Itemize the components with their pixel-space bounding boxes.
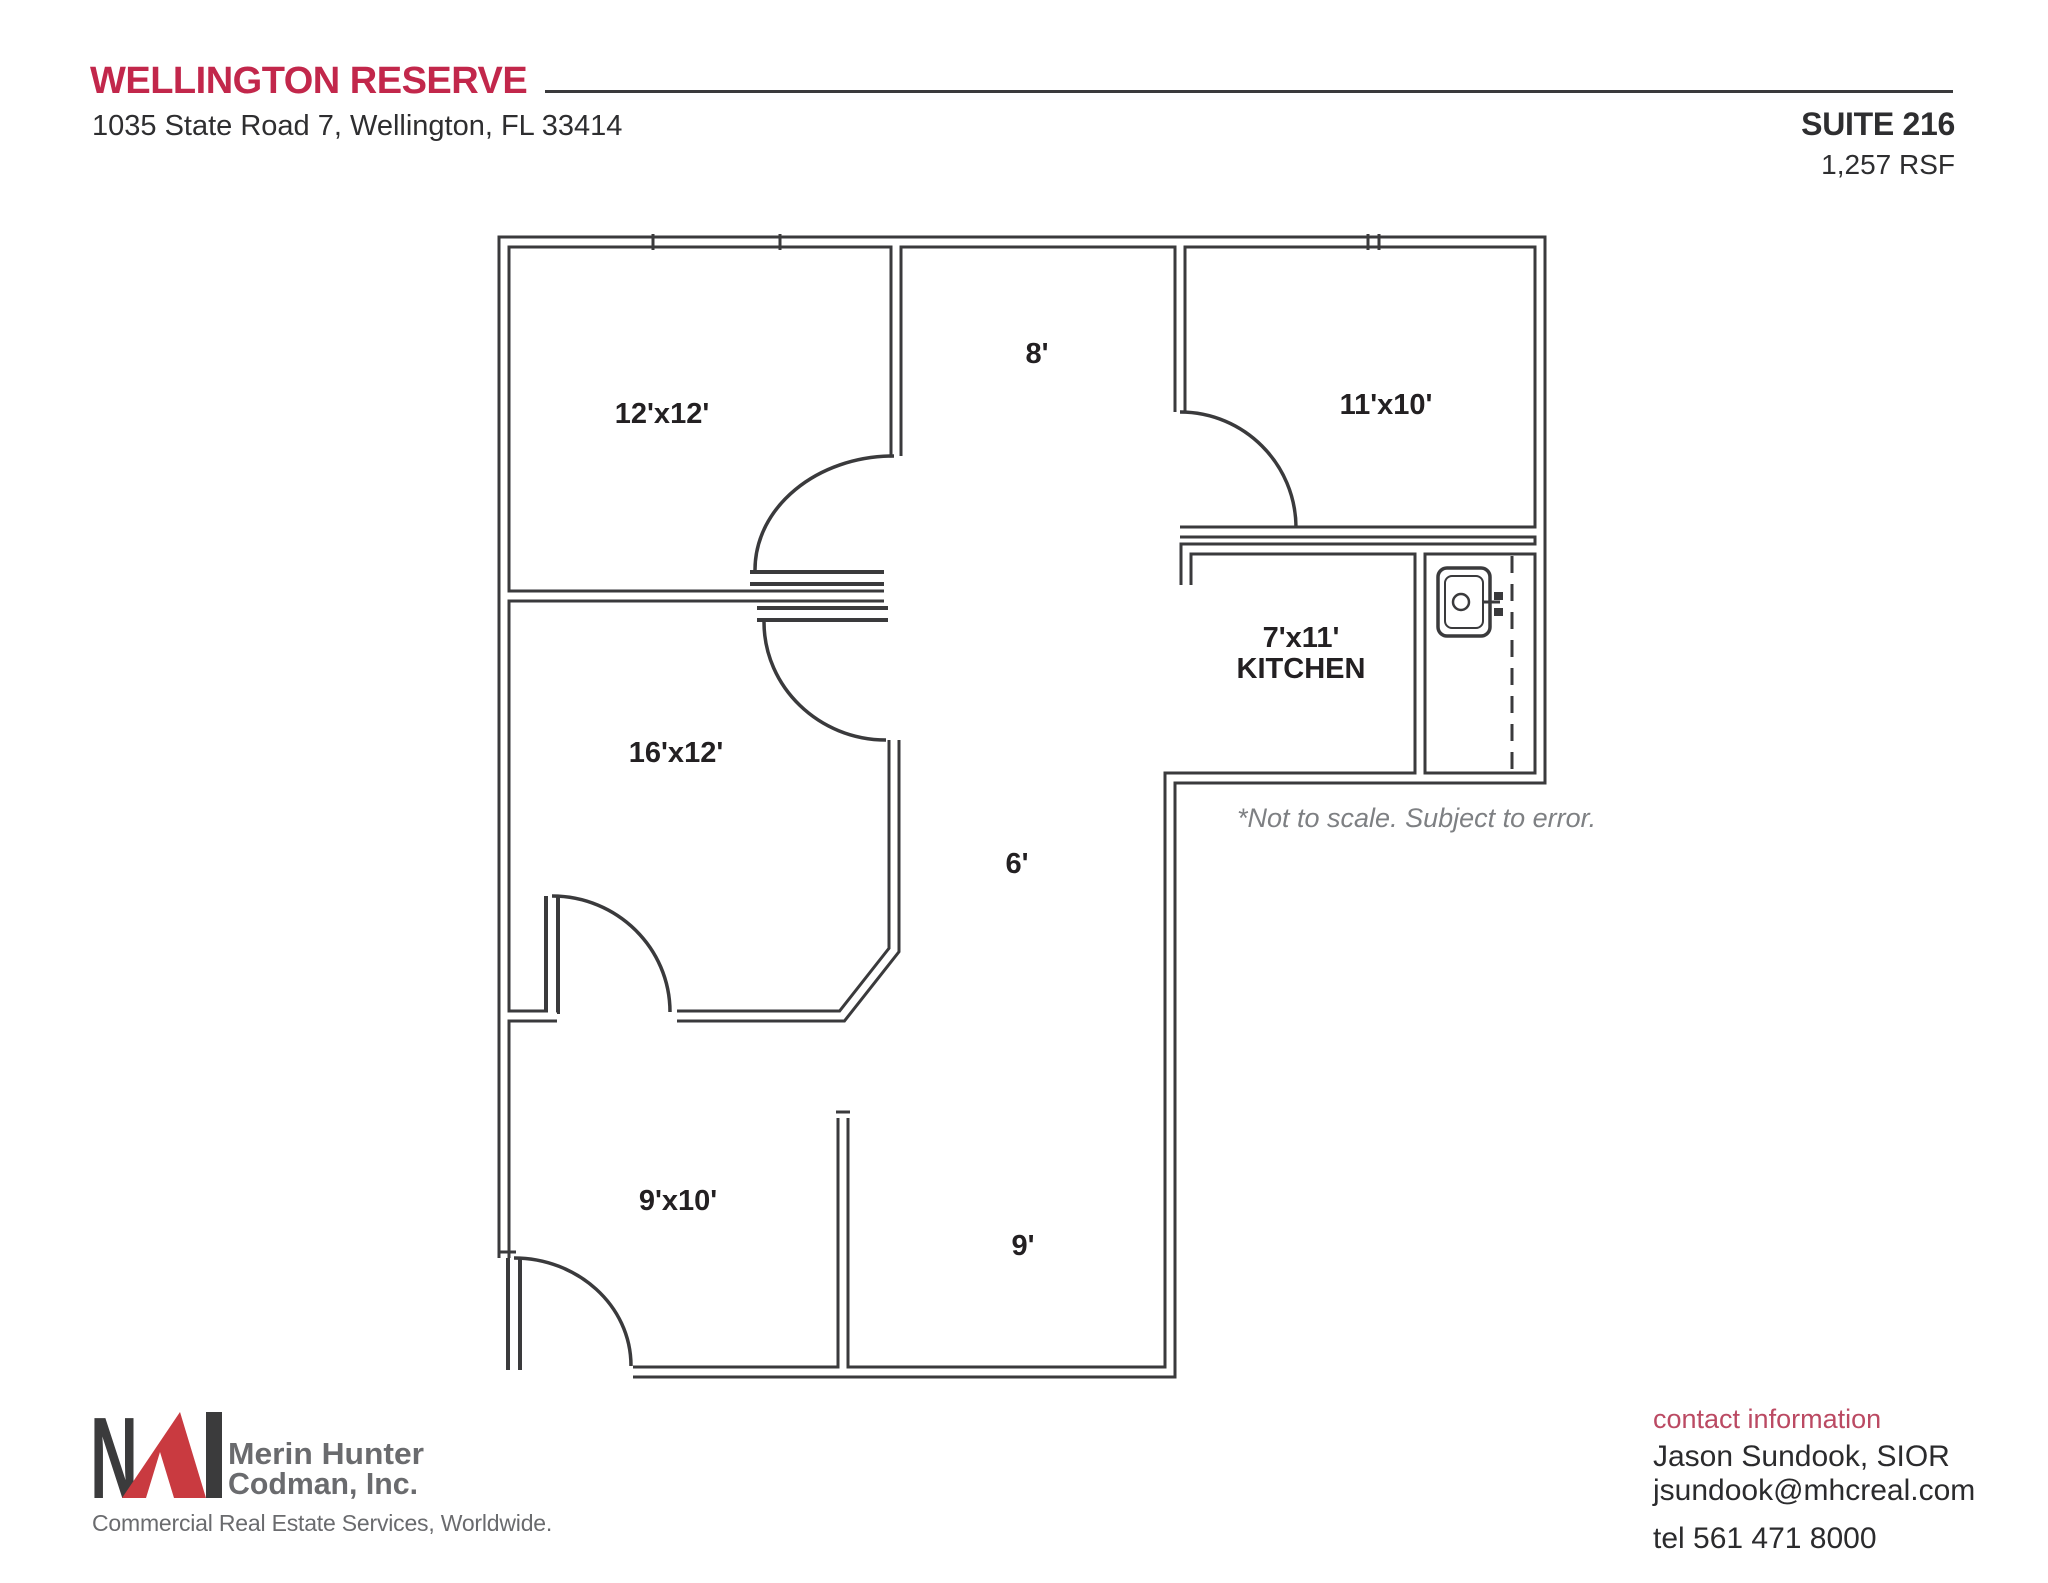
header-rule bbox=[545, 90, 1953, 93]
room-label-hall-6: 6' bbox=[1005, 848, 1028, 880]
room-label-9x10: 9'x10' bbox=[639, 1185, 717, 1217]
logo-letter-a-triangle bbox=[122, 1412, 206, 1498]
logo-tagline: Commercial Real Estate Services, Worldwi… bbox=[92, 1510, 553, 1536]
door-arcs bbox=[513, 410, 1298, 1367]
contact-heading: contact information bbox=[1653, 1404, 1882, 1434]
logo-name-line2: Codman, Inc. bbox=[228, 1466, 418, 1501]
suite-rsf: 1,257 RSF bbox=[1821, 149, 1955, 180]
contact-block: contact information Jason Sundook, SIOR … bbox=[1653, 1402, 1975, 1556]
scale-note: *Not to scale. Subject to error. bbox=[1237, 803, 1596, 833]
logo-letter-a-notch bbox=[146, 1452, 174, 1498]
contact-phone[interactable]: tel 561 471 8000 bbox=[1653, 1522, 1877, 1555]
room-label-kitchen-name: KITCHEN bbox=[1237, 653, 1366, 685]
contact-email[interactable]: jsundook@mhcreal.com bbox=[1653, 1474, 1976, 1507]
suite-number: SUITE 216 bbox=[1801, 106, 1955, 142]
room-label-hall-9: 9' bbox=[1011, 1230, 1034, 1262]
logo-name-line1: Merin Hunter bbox=[228, 1436, 424, 1471]
logo-letter-i bbox=[206, 1412, 222, 1498]
sink-icon bbox=[1436, 566, 1503, 638]
wall-ticks bbox=[498, 234, 1381, 1254]
property-address: 1035 State Road 7, Wellington, FL 33414 bbox=[92, 110, 623, 142]
room-label-kitchen-size: 7'x11' bbox=[1263, 622, 1340, 654]
room-label-12x12: 12'x12' bbox=[615, 398, 709, 430]
property-title: WELLINGTON RESERVE bbox=[90, 60, 528, 102]
walls-channel bbox=[500, 238, 1544, 1376]
room-label-11x10: 11'x10' bbox=[1340, 389, 1433, 421]
logo-letter-n: N bbox=[90, 1402, 138, 1522]
suite-block: SUITE 216 1,257 RSF bbox=[1801, 106, 1955, 181]
contact-name: Jason Sundook, SIOR bbox=[1653, 1440, 1950, 1473]
nai-logo: N Merin Hunter Codman, Inc. bbox=[90, 1402, 424, 1522]
room-label-16x12: 16'x12' bbox=[629, 737, 723, 769]
room-label-hall-8: 8' bbox=[1025, 338, 1048, 370]
